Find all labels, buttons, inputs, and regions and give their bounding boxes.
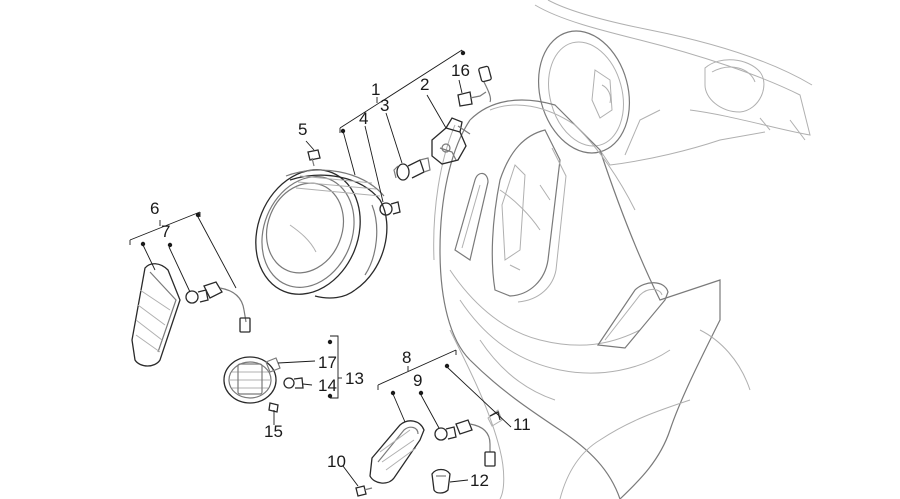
part-number-labels: 1 2 3 4 5 16 6 7 17 14 13 15 8 9 11 10 1… [150, 61, 531, 490]
connector-16 [457, 65, 492, 107]
label-part-12: 12 [470, 471, 489, 490]
label-part-4: 4 [359, 109, 368, 128]
right-turn-signal [355, 411, 501, 497]
tail-light [223, 356, 304, 413]
label-part-7: 7 [161, 222, 170, 241]
label-part-16: 16 [451, 61, 470, 80]
leader-dots [140, 50, 466, 399]
left-turn-signal [131, 263, 251, 367]
scooter-front-body [433, 0, 813, 499]
label-part-3: 3 [380, 96, 389, 115]
screw-5 [307, 149, 321, 167]
label-part-10: 10 [327, 452, 346, 471]
label-part-11: 11 [513, 415, 531, 434]
label-part-1: 1 [371, 80, 380, 99]
label-part-13: 13 [345, 369, 364, 388]
leader-lines [129, 49, 512, 487]
label-part-6: 6 [150, 199, 159, 218]
headlight-bulb [393, 157, 431, 181]
label-part-14: 14 [318, 376, 337, 395]
label-part-15: 15 [264, 422, 283, 441]
parking-bulb [379, 201, 401, 216]
label-part-8: 8 [402, 348, 411, 367]
label-part-2: 2 [420, 75, 429, 94]
label-part-9: 9 [413, 371, 422, 390]
label-part-17: 17 [318, 353, 337, 372]
bulb-socket [431, 117, 471, 165]
headlight-unit [255, 169, 388, 299]
label-part-5: 5 [298, 120, 307, 139]
